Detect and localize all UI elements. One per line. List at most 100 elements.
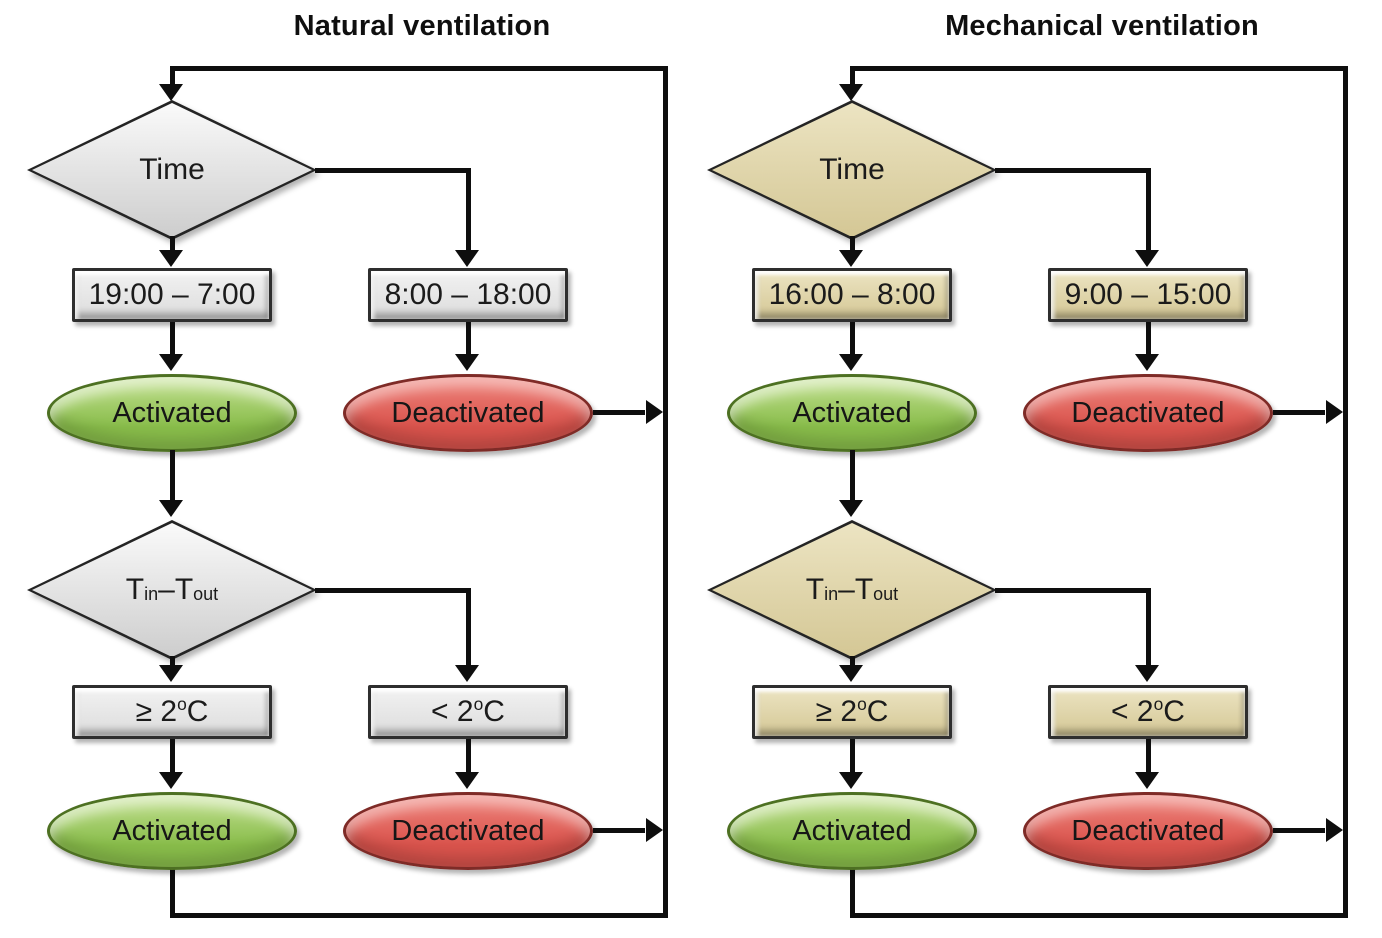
connector-temp-false-h [995,588,1148,593]
night-range-box: 19:00 – 7:00 [72,268,272,322]
temp-symbol: T [125,573,145,606]
time-activated-ellipse: Activated [47,374,297,452]
arrowhead-down-icon [1135,772,1159,789]
temp-ge-value: ≥ 2 [815,695,858,728]
connector-time-false-v [466,168,471,252]
connector-night-to-state [170,322,175,356]
temp-sub-out: out [873,583,899,604]
arrowhead-down-icon [1135,354,1159,371]
connector-loop-top [170,66,668,71]
arrowhead-right-icon [646,400,663,424]
connector-deactivated-to-loop [1273,410,1325,415]
connector-temp-true-v [170,656,175,667]
arrowhead-down-icon [839,500,863,517]
connector-lt-to-state [466,739,471,774]
degree-symbol: o [473,694,484,714]
arrowhead-down-icon [159,665,183,682]
day-range-box: 8:00 – 18:00 [368,268,568,322]
connector-temp-true-v [850,656,855,667]
temp-unit: C [483,695,505,728]
connector-temp-false-h [315,588,468,593]
time-deactivated-ellipse: Deactivated [343,374,593,452]
degree-symbol: o [1153,694,1164,714]
temp-unit: C [1163,695,1185,728]
temp-symbol: T [174,573,194,606]
connector-deactivated-to-loop [593,410,645,415]
temp-activated-label: Activated [792,814,912,847]
temp-sub-in: in [824,583,839,604]
arrowhead-down-icon [159,84,183,101]
connector-ge-to-state [850,739,855,774]
time-decision-diamond: Time [27,100,317,240]
time-deactivated-label: Deactivated [391,396,545,429]
arrowhead-down-icon [455,250,479,267]
connector-loop-bottom [850,913,1348,918]
connector-lt-to-state [1146,739,1151,774]
temp-deactivated-label: Deactivated [391,814,545,847]
temp-lt-value: < 2 [1111,695,1154,728]
time-deactivated-ellipse: Deactivated [1023,374,1273,452]
arrowhead-down-icon [839,84,863,101]
temp-deactivated-ellipse: Deactivated [1023,792,1273,870]
connector-day-to-state [466,322,471,356]
temp-symbol: T [854,573,874,606]
temp-sub-out: out [193,583,219,604]
connector-temp-false-v [1146,588,1151,667]
connector-activated-to-loop [170,868,175,918]
temp-deactivated-label: Deactivated [1071,814,1225,847]
arrowhead-down-icon [159,772,183,789]
connector-loop-right [1343,66,1348,918]
connector-temp-false-v [466,588,471,667]
connector-deactivated-to-loop [593,828,645,833]
connector-loop-entry [850,66,855,86]
connector-deactivated-to-loop [1273,828,1325,833]
arrowhead-down-icon [839,250,863,267]
arrowhead-right-icon [1326,818,1343,842]
arrowhead-down-icon [455,772,479,789]
connector-time-false-h [995,168,1148,173]
temp-symbol: T [805,573,825,606]
degree-symbol: o [177,694,187,714]
temp-unit: C [186,695,209,728]
connector-loop-entry [170,66,175,86]
night-range-box: 16:00 – 8:00 [752,268,952,322]
arrowhead-down-icon [159,354,183,371]
arrowhead-down-icon [839,772,863,789]
arrowhead-down-icon [839,354,863,371]
temp-ge-value: ≥ 2 [135,695,178,728]
arrowhead-down-icon [159,250,183,267]
temp-activated-label: Activated [112,814,232,847]
temp-deactivated-ellipse: Deactivated [343,792,593,870]
connector-activated-to-loop [850,868,855,918]
time-decision-diamond: Time [707,100,997,240]
temp-activated-ellipse: Activated [727,792,977,870]
connector-time-true-v [850,236,855,252]
panel-title-mechanical: Mechanical ventilation [945,10,1259,42]
arrowhead-right-icon [1326,400,1343,424]
connector-ge-to-state [170,739,175,774]
connector-activated-to-temp [850,450,855,502]
arrowhead-down-icon [1135,665,1159,682]
arrowhead-down-icon [159,500,183,517]
time-activated-label: Activated [112,396,232,429]
connector-loop-bottom [170,913,668,918]
temp-minus: – [838,573,855,606]
degree-symbol: o [857,694,867,714]
temp-unit: C [866,695,889,728]
connector-loop-right [663,66,668,918]
time-activated-ellipse: Activated [727,374,977,452]
connector-time-true-v [170,236,175,252]
temp-sub-in: in [144,583,159,604]
temp-minus: – [158,573,175,606]
arrowhead-right-icon [646,818,663,842]
time-decision-label: Time [819,153,885,186]
